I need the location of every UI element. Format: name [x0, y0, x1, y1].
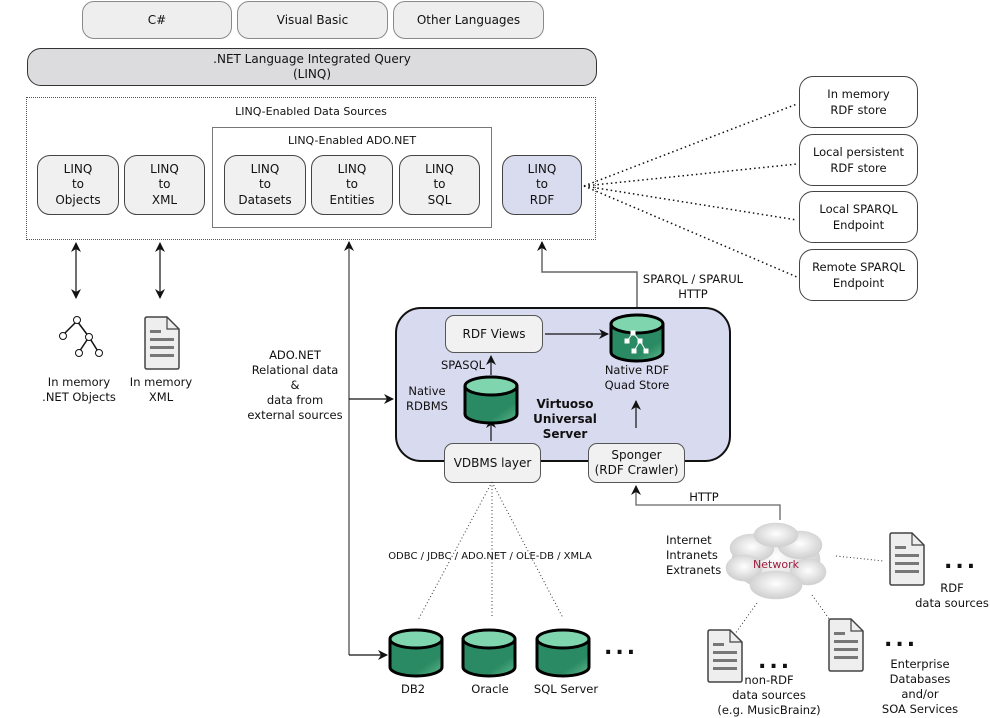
remote-sparql-endpoint-label: Remote SPARQL Endpoint: [812, 260, 905, 290]
rdf-document-icon: [889, 532, 925, 586]
linq-to-sql: LINQ to SQL: [399, 155, 480, 215]
local-persistent-rdf-store: Local persistent RDF store: [799, 134, 918, 186]
lang-visual-basic: Visual Basic: [237, 1, 388, 39]
lang-csharp: C#: [82, 1, 232, 39]
in-memory-rdf-store: In memory RDF store: [799, 76, 918, 128]
rdf-target-links: [583, 103, 798, 278]
sql-server-cylinder-icon: [535, 628, 591, 678]
local-sparql-endpoint-label: Local SPARQL Endpoint: [819, 202, 898, 232]
vdbms-label: VDBMS layer: [453, 455, 532, 470]
linq-to-entities: LINQ to Entities: [311, 155, 393, 215]
in-memory-xml-label: In memory XML: [129, 375, 193, 404]
linq-data-sources-label: LINQ-Enabled Data Sources: [235, 105, 387, 118]
linq-to-rdf: LINQ to RDF: [502, 155, 582, 215]
linq-ado-label: LINQ-Enabled ADO.NET: [287, 134, 417, 147]
linq-to-objects-label: LINQ to Objects: [55, 161, 101, 207]
native-rdbms-label: Native RDBMS: [406, 384, 448, 413]
tree-icon: [59, 316, 103, 357]
sponger-label: Sponger (RDF Crawler): [594, 448, 679, 477]
enterprise-document-icon: [828, 618, 864, 672]
linq-to-entities-label: LINQ to Entities: [329, 161, 375, 207]
lang-other: Other Languages: [393, 1, 544, 39]
local-persistent-rdf-store-label: Local persistent RDF store: [812, 145, 905, 175]
linq-title: .NET Language Integrated Query (LINQ): [213, 52, 411, 81]
linq-to-objects: LINQ to Objects: [37, 155, 119, 215]
virtuoso-title: Virtuoso Universal Server: [533, 397, 597, 441]
non-rdf-document-icon: [707, 629, 743, 683]
db2-cylinder-icon: [388, 628, 444, 678]
network-kinds-label: Internet Intranets Extranets: [666, 533, 722, 577]
lang-other-label: Other Languages: [416, 12, 521, 27]
sponger-box: Sponger (RDF Crawler): [588, 443, 685, 483]
rdf-views-label: RDF Views: [462, 326, 526, 341]
linq-to-sql-label: LINQ to SQL: [425, 161, 454, 207]
rdf-views-box: RDF Views: [445, 315, 543, 353]
http-label: HTTP: [689, 490, 719, 504]
vdbms-layer-box: VDBMS layer: [444, 443, 541, 483]
db-label-sql-server: SQL Server: [533, 682, 599, 696]
lang-vb-label: Visual Basic: [276, 12, 349, 27]
quad-store-label: Native RDF Quad Store: [604, 363, 670, 392]
local-sparql-endpoint: Local SPARQL Endpoint: [799, 191, 918, 243]
network-cloud-icon: [725, 522, 827, 600]
connectivity-label: ODBC / JDBC / ADO.NET / OLE-DB / XMLA: [388, 551, 592, 562]
non-rdf-sources-label: non-RDF data sources (e.g. MusicBrainz): [717, 673, 821, 717]
quad-store-tree-icon: [624, 330, 649, 354]
db-label-db2: DB2: [400, 682, 426, 696]
enterprise-sources-label: Enterprise Databases and/or SOA Services: [881, 657, 959, 716]
network-links: [731, 555, 885, 639]
linq-to-xml: LINQ to XML: [124, 155, 205, 215]
ado-net-label: ADO.NET Relational data & data from exte…: [247, 348, 343, 422]
network-label: Network: [753, 558, 800, 571]
linq-to-datasets-label: LINQ to Datasets: [238, 161, 292, 207]
oracle-cylinder-icon: [461, 628, 517, 678]
in-memory-rdf-store-label: In memory RDF store: [827, 87, 890, 117]
in-memory-objects-label: In memory .NET Objects: [42, 375, 116, 404]
rdf-sources-label: RDF data sources: [915, 581, 989, 610]
vdbms-links: [417, 481, 564, 621]
linq-layer: .NET Language Integrated Query (LINQ): [27, 48, 597, 86]
linq-to-datasets: LINQ to Datasets: [224, 155, 306, 215]
db-label-oracle: Oracle: [471, 682, 509, 696]
sparql-sparul-label: SPARQL / SPARUL HTTP: [642, 272, 744, 301]
linq-to-rdf-label: LINQ to RDF: [527, 161, 557, 207]
xml-document-icon: [144, 316, 180, 370]
native-rdbms-cylinder-icon: [463, 375, 519, 425]
linq-to-xml-label: LINQ to XML: [150, 161, 179, 207]
spasql-label: SPASQL: [440, 358, 486, 372]
lang-csharp-label: C#: [147, 12, 167, 27]
sparql-connector: [537, 241, 638, 307]
http-connector: [631, 485, 781, 520]
linq-data-sources-frame: LINQ-Enabled Data Sources: [26, 97, 596, 240]
remote-sparql-endpoint: Remote SPARQL Endpoint: [799, 249, 918, 301]
